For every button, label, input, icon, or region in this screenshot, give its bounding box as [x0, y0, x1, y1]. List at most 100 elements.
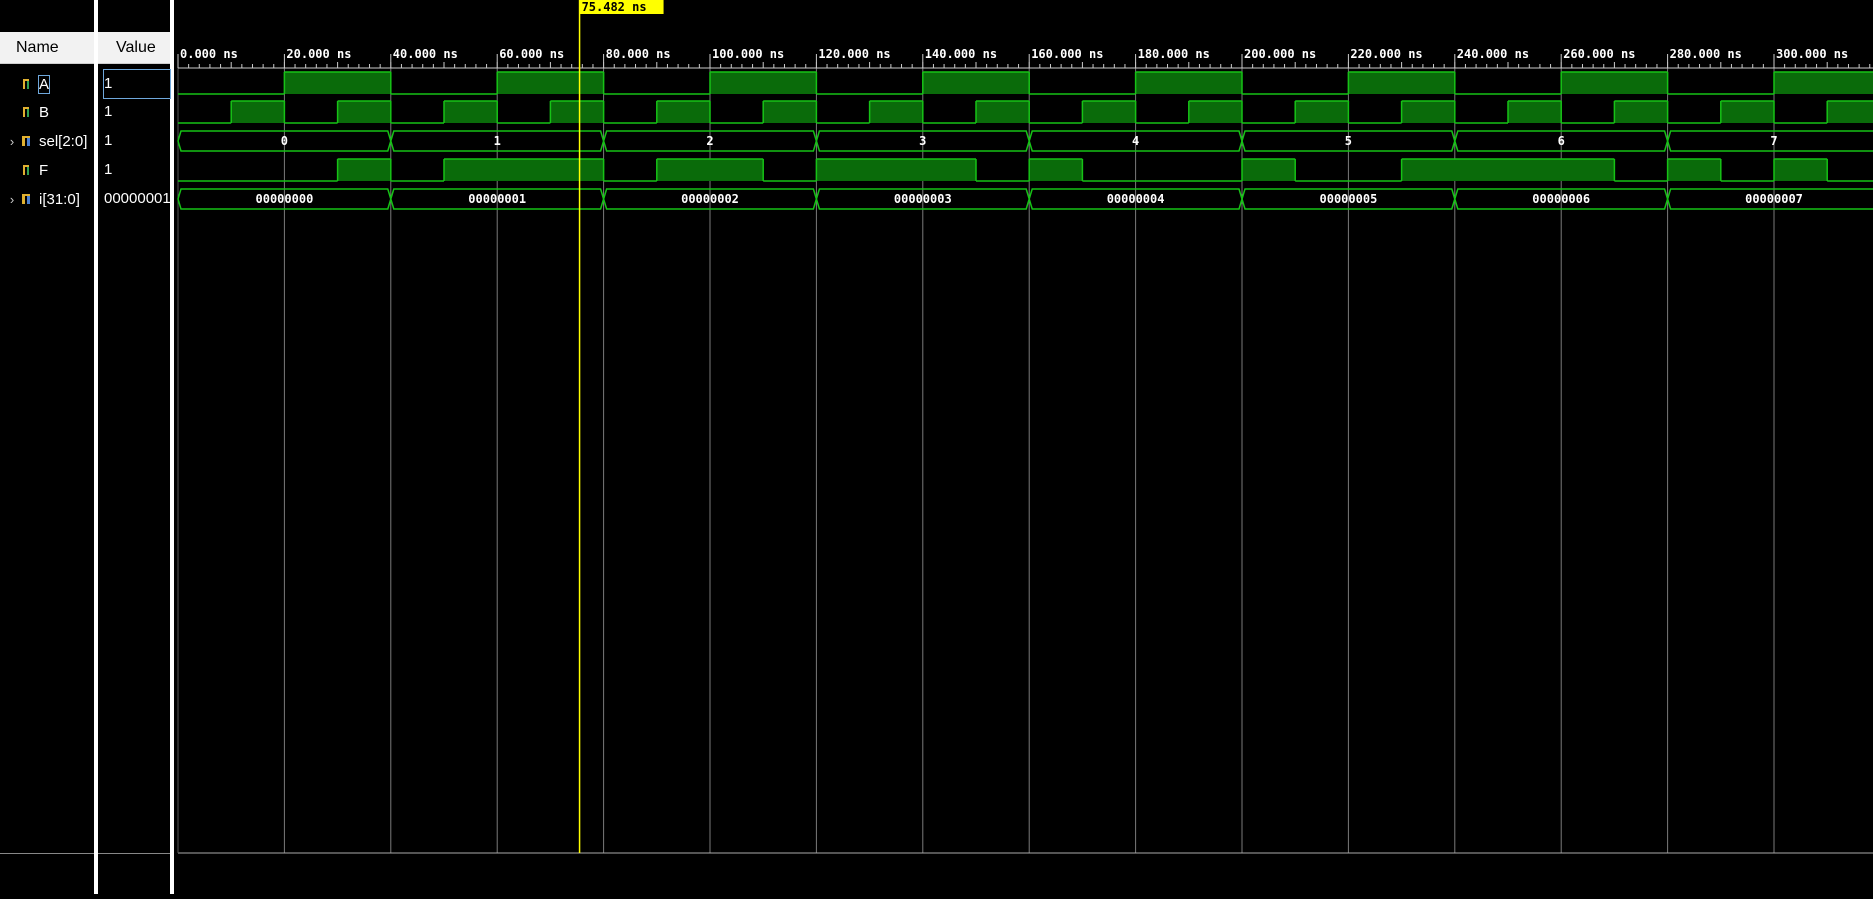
bit-signal-icon	[20, 163, 36, 177]
panel-bottom-border	[0, 853, 94, 854]
signal-name: A	[37, 74, 51, 94]
signal-b-wave-high-fill	[550, 101, 604, 123]
signal-f-wave-high-fill	[1401, 159, 1615, 181]
signal-b-wave-high-fill	[656, 101, 710, 123]
chevron-right-icon[interactable]: ›	[9, 133, 15, 149]
signal-a-wave-high-fill	[284, 72, 391, 94]
signal-b-wave-high-fill	[1720, 101, 1774, 123]
signal-row-a[interactable]: A	[0, 70, 94, 98]
bit-signal-icon	[20, 105, 36, 119]
signal-sel-bus-value-label: 3	[919, 134, 926, 148]
name-panel	[0, 0, 94, 894]
signal-i-bus-value-label: 00000002	[681, 192, 739, 206]
signal-i-bus-segment	[1666, 188, 1873, 210]
ruler-tick-label: 80.000 ns	[606, 47, 671, 61]
signal-i-bus-value-label: 00000005	[1320, 192, 1378, 206]
signal-f-wave-high-fill	[1029, 159, 1083, 181]
panel-bottom-border	[98, 853, 170, 854]
ruler-tick-label: 200.000 ns	[1244, 47, 1316, 61]
ruler-tick-label: 160.000 ns	[1031, 47, 1103, 61]
signal-name: sel[2:0]	[39, 132, 88, 150]
signal-b-wave-high-fill	[337, 101, 391, 123]
chevron-right-icon[interactable]: ›	[9, 191, 15, 207]
signal-sel-bus-value-label: 1	[494, 134, 501, 148]
signal-a-wave-high-fill	[1561, 72, 1668, 94]
signal-i-bus-value-label: 00000006	[1532, 192, 1590, 206]
signal-b-wave-high-fill	[231, 101, 285, 123]
signal-b-wave-high-fill	[1401, 101, 1455, 123]
ruler-tick-label: 100.000 ns	[712, 47, 784, 61]
signal-sel-bus-segment	[1666, 130, 1873, 152]
signal-name: i[31:0]	[39, 190, 80, 208]
ruler-tick-label: 260.000 ns	[1563, 47, 1635, 61]
signal-sel-bus-value-label: 2	[706, 134, 713, 148]
signal-a-wave-high-fill	[1135, 72, 1242, 94]
signal-i-bus-value-label: 00000004	[1107, 192, 1165, 206]
bit-signal-icon	[20, 77, 36, 91]
ruler-tick-label: 280.000 ns	[1670, 47, 1742, 61]
signal-b-wave-high-fill	[1188, 101, 1242, 123]
signal-sel-bus-value-label: 5	[1345, 134, 1352, 148]
signal-f-wave-high-fill	[656, 159, 764, 181]
signal-b-wave-high-fill	[1614, 101, 1668, 123]
waveform-viewer[interactable]: 0.000 ns 20.000 ns 40.000 ns 60.000 ns 80.00…	[174, 0, 1873, 894]
signal-row-i[interactable]: › i[31:0]	[0, 185, 94, 213]
signal-a-wave-high-fill	[710, 72, 817, 94]
signal-i-bus-value-label: 00000000	[256, 192, 314, 206]
signal-sel-bus-value-label: 6	[1558, 134, 1565, 148]
column-divider[interactable]	[94, 0, 98, 894]
signal-a-wave-high-fill	[922, 72, 1030, 94]
time-cursor-label-bg	[579, 0, 664, 14]
signal-row-f[interactable]: F	[0, 156, 94, 184]
signal-b-wave-high-fill	[444, 101, 498, 123]
ruler-tick-label: 60.000 ns	[499, 47, 564, 61]
signal-row-b[interactable]: B	[0, 98, 94, 126]
signal-value-f: 1	[104, 161, 113, 178]
signal-a-wave-high-fill	[497, 72, 604, 94]
signal-a-wave-high-fill	[1348, 72, 1455, 94]
value-panel	[98, 0, 170, 894]
signal-i-bus-value-label: 00000003	[894, 192, 952, 206]
signal-value-sel: 1	[104, 132, 113, 149]
signal-f-wave-high-fill	[337, 159, 391, 181]
waveform-canvas[interactable]: 0.000 ns 20.000 ns 40.000 ns 60.000 ns 80.00…	[174, 0, 1873, 894]
signal-name: F	[39, 161, 49, 179]
signal-sel-bus-value-label: 7	[1770, 134, 1777, 148]
bus-signal-icon	[20, 134, 36, 148]
signal-row-sel[interactable]: › sel[2:0]	[0, 127, 94, 155]
signal-f-wave-high-fill	[816, 159, 976, 181]
panel-divider[interactable]	[170, 0, 174, 894]
ruler-tick-label: 220.000 ns	[1350, 47, 1422, 61]
signal-f-wave-high-fill	[1774, 159, 1828, 181]
signal-value-a: 1	[103, 69, 171, 99]
time-cursor-label: 75.482 ns	[582, 0, 647, 14]
signal-b-wave-high-fill	[1827, 101, 1873, 123]
ruler-tick-label: 120.000 ns	[818, 47, 890, 61]
signal-b-wave-high-fill	[1295, 101, 1349, 123]
signal-b-wave-high-fill	[976, 101, 1030, 123]
signal-value-b: 1	[104, 103, 113, 120]
signal-f-wave-high-fill	[1667, 159, 1721, 181]
signal-a-wave-high-fill	[1774, 72, 1873, 94]
ruler-tick-label: 0.000 ns	[180, 47, 238, 61]
name-column-header[interactable]: Name	[0, 32, 94, 64]
signal-b-wave-high-fill	[1508, 101, 1562, 123]
ruler-tick-label: 20.000 ns	[286, 47, 351, 61]
ruler-tick-label: 300.000 ns	[1776, 47, 1848, 61]
signal-i-bus-value-label: 00000001	[468, 192, 526, 206]
value-column-header[interactable]: Value	[98, 32, 170, 64]
signal-b-wave-high-fill	[1082, 101, 1136, 123]
signal-f-wave-high-fill	[1242, 159, 1296, 181]
ruler-tick-label: 180.000 ns	[1138, 47, 1210, 61]
ruler-tick-label: 240.000 ns	[1457, 47, 1529, 61]
signal-sel-bus-value-label: 0	[281, 134, 288, 148]
bus-signal-icon	[20, 192, 36, 206]
signal-f-wave-high-fill	[444, 159, 604, 181]
signal-b-wave-high-fill	[763, 101, 817, 123]
ruler-tick-label: 140.000 ns	[925, 47, 997, 61]
signal-name: B	[39, 103, 50, 121]
signal-i-bus-value-label: 00000007	[1745, 192, 1803, 206]
ruler-tick-label: 40.000 ns	[393, 47, 458, 61]
signal-value-i: 00000001	[104, 190, 170, 207]
signal-b-wave-high-fill	[869, 101, 923, 123]
